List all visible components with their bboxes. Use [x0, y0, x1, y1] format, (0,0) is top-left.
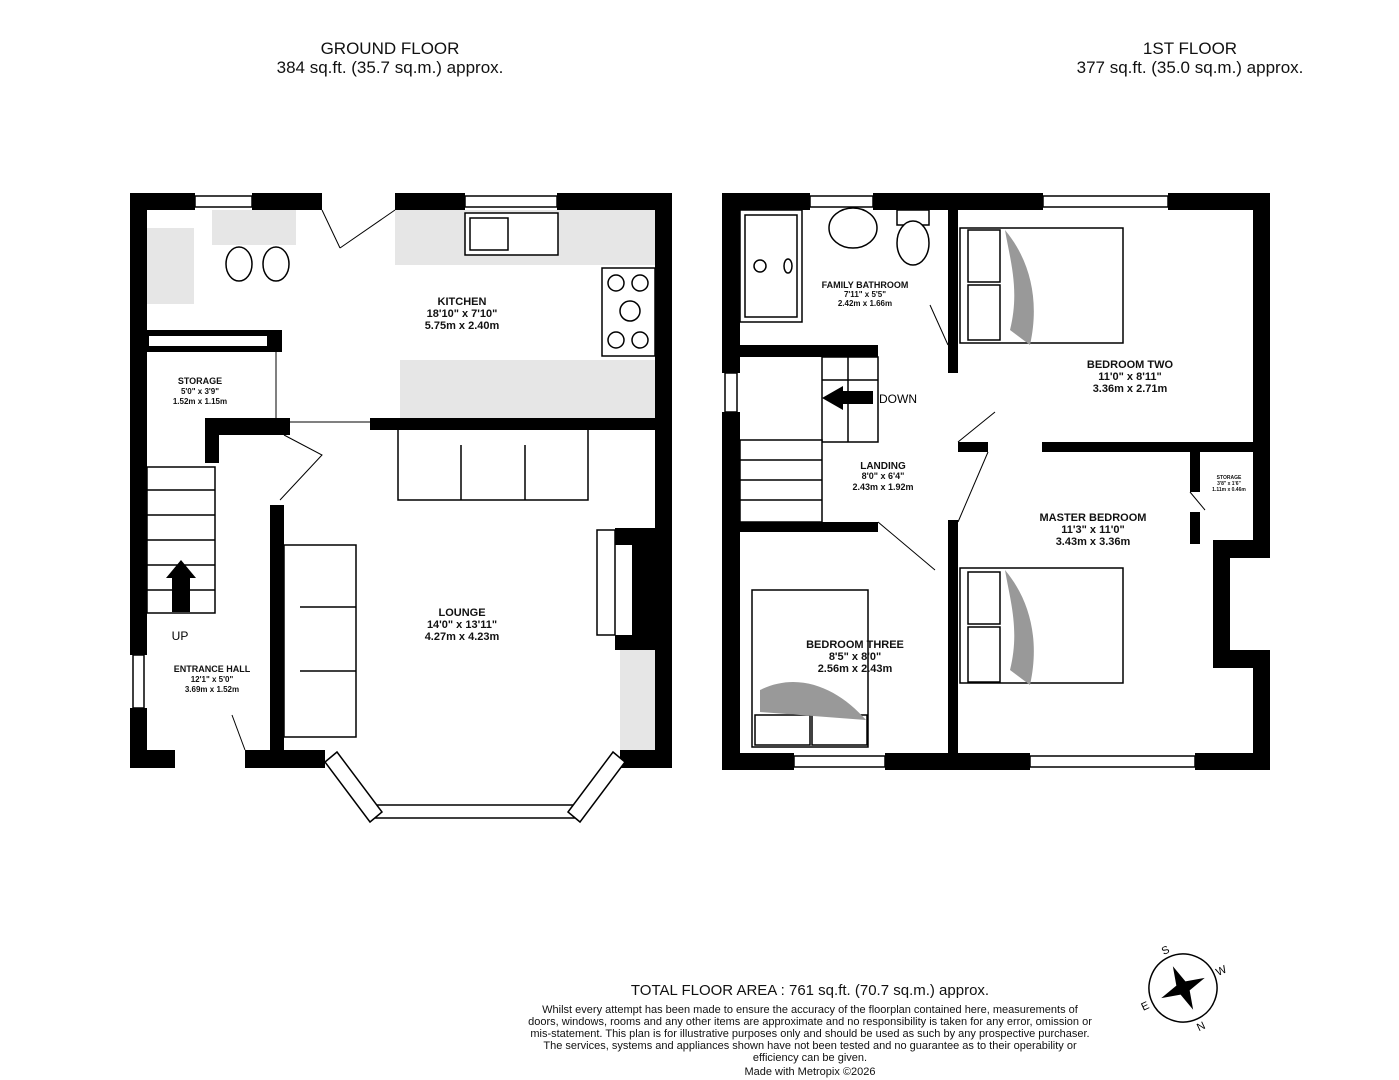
ground-floor-header: GROUND FLOOR 384 sq.ft. (35.7 sq.m.) app…: [230, 39, 550, 77]
ground-floor-plan: [130, 193, 672, 824]
svg-text:2.56m x 2.43m: 2.56m x 2.43m: [818, 663, 893, 675]
svg-text:5.75m x 2.40m: 5.75m x 2.40m: [425, 320, 500, 332]
shelf: [149, 336, 267, 346]
svg-text:FAMILY BATHROOM: FAMILY BATHROOM: [822, 280, 909, 290]
first-floor-windows: [724, 195, 1196, 768]
svg-text:STORAGE: STORAGE: [1217, 475, 1242, 481]
doors: [231, 209, 396, 751]
svg-text:14'0" x 13'11": 14'0" x 13'11": [427, 619, 497, 631]
svg-text:2.42m x 1.66m: 2.42m x 1.66m: [838, 299, 892, 308]
svg-text:4.27m x 4.23m: 4.27m x 4.23m: [425, 631, 500, 643]
svg-text:11'3" x 11'0": 11'3" x 11'0": [1061, 524, 1124, 536]
total-floor-area: TOTAL FLOOR AREA : 761 sq.ft. (70.7 sq.m…: [630, 982, 990, 999]
svg-text:LOUNGE: LOUNGE: [438, 607, 485, 619]
kitchen-fixtures: [146, 212, 656, 738]
first-floor-header: 1ST FLOOR 377 sq.ft. (35.0 sq.m.) approx…: [1030, 39, 1350, 77]
svg-text:3.36m x 2.71m: 3.36m x 2.71m: [1093, 383, 1168, 395]
svg-text:BEDROOM TWO: BEDROOM TWO: [1087, 359, 1174, 371]
svg-text:LANDING: LANDING: [860, 461, 906, 472]
first-floor-fixtures: [739, 207, 1124, 748]
svg-text:7'11" x 5'5": 7'11" x 5'5": [844, 290, 886, 299]
svg-text:STORAGE: STORAGE: [178, 376, 222, 386]
stairs-down-arrow-icon: [822, 386, 873, 410]
first-floor-plan: [722, 193, 1270, 770]
compass-s: S: [1160, 944, 1172, 958]
svg-text:11'0" x 8'11": 11'0" x 8'11": [1098, 371, 1161, 383]
first-floor-area: 377 sq.ft. (35.0 sq.m.) approx.: [1076, 58, 1304, 77]
svg-text:1.52m x 1.15m: 1.52m x 1.15m: [173, 397, 227, 406]
ground-floor-area: 384 sq.ft. (35.7 sq.m.) approx.: [276, 58, 504, 77]
windows: [132, 195, 627, 824]
first-floor-walls: [722, 193, 1270, 770]
first-floor-doors: [877, 304, 1206, 571]
compass-n: N: [1195, 1020, 1207, 1034]
svg-text:8'0" x 6'4": 8'0" x 6'4": [862, 471, 905, 481]
svg-text:3'8" x 1'6": 3'8" x 1'6": [1217, 481, 1241, 487]
credit: Made with Metropix ©2026: [744, 1066, 876, 1078]
svg-text:BEDROOM THREE: BEDROOM THREE: [806, 639, 904, 651]
svg-text:2.43m x 1.92m: 2.43m x 1.92m: [852, 482, 913, 492]
compass-w: W: [1214, 963, 1229, 979]
svg-text:MASTER BEDROOM: MASTER BEDROOM: [1040, 512, 1147, 524]
svg-text:1.11m x 0.46m: 1.11m x 0.46m: [1212, 487, 1246, 493]
ground-floor-title: GROUND FLOOR: [320, 39, 460, 58]
svg-text:KITCHEN: KITCHEN: [438, 296, 487, 308]
svg-text:ENTRANCE HALL: ENTRANCE HALL: [174, 664, 251, 674]
svg-text:12'1" x 5'0": 12'1" x 5'0": [191, 675, 234, 684]
disclaimer: Whilst every attempt has been made to en…: [528, 1004, 1092, 1064]
stairs-down-label: DOWN: [879, 392, 917, 406]
first-floor-title: 1ST FLOOR: [1142, 39, 1238, 58]
svg-text:5'0" x 3'9": 5'0" x 3'9": [181, 387, 219, 396]
stairs-up-label: UP: [172, 629, 189, 643]
svg-text:3.43m x 3.36m: 3.43m x 3.36m: [1056, 536, 1131, 548]
svg-text:8'5" x 8'0": 8'5" x 8'0": [829, 651, 881, 663]
stairs-up-arrow-icon: [166, 560, 196, 612]
svg-text:18'10" x 7'10": 18'10" x 7'10": [427, 308, 498, 320]
svg-text:3.69m x 1.52m: 3.69m x 1.52m: [185, 685, 239, 694]
compass-icon: S N E W: [1139, 944, 1229, 1034]
compass-e: E: [1139, 1000, 1151, 1014]
